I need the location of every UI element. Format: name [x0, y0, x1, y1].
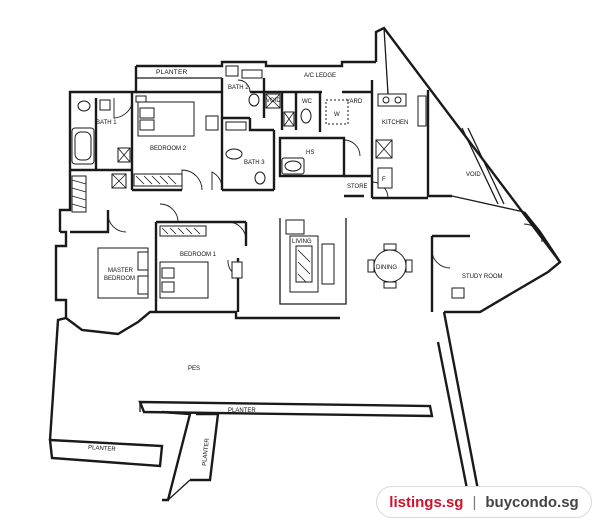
toilet-bath2	[248, 93, 260, 107]
label-bath3: BATH 3	[244, 160, 265, 166]
basin-bath3	[225, 148, 243, 160]
label-store: STORE	[347, 184, 368, 190]
outer-walls	[48, 26, 562, 502]
label-master-line2: BEDROOM	[104, 276, 135, 282]
study-chair	[451, 287, 465, 299]
label-planter-left: PLANTER	[88, 445, 117, 453]
label-planter-top: PLANTER	[156, 69, 187, 76]
watermark-buycondo: buycondo.sg	[485, 493, 579, 511]
label-bath2: BATH 2	[228, 85, 249, 91]
bed-bedroom1	[159, 261, 209, 299]
toilet-wc	[300, 108, 312, 124]
kitchen-sink	[377, 93, 407, 107]
label-planter-right: PLANTER	[202, 437, 211, 466]
label-wc: WC	[302, 99, 313, 105]
watermark-separator: |	[472, 493, 477, 511]
label-planter-mid: PLANTER	[228, 408, 256, 414]
source-watermark: listings.sg | buycondo.sg	[376, 486, 592, 518]
wardrobe-bedroom1	[159, 225, 207, 237]
label-study-room: STUDY ROOM	[462, 274, 503, 280]
watermark-listings: listings.sg	[389, 493, 464, 511]
room-labels: PLANTER A/C LEDGE BATH 2 VOID WC YARD W …	[88, 69, 503, 466]
dresser-bedroom1	[231, 261, 243, 279]
label-master-line1: MASTER	[108, 268, 134, 274]
label-dining: DINING	[376, 265, 397, 271]
label-ac-ledge: A/C LEDGE	[304, 73, 336, 79]
wardrobe-bedroom2	[133, 173, 183, 187]
label-w: W	[334, 112, 340, 118]
label-void-small: VOID	[266, 98, 281, 104]
label-yard: YARD	[346, 99, 363, 105]
door-swings	[107, 79, 543, 277]
toilet-bath1	[77, 100, 91, 112]
label-bedroom2: BEDROOM 2	[150, 146, 187, 152]
bed-bedroom2	[137, 101, 195, 137]
fixtures	[71, 65, 465, 299]
label-f: F	[382, 177, 386, 183]
label-bedroom1: BEDROOM 1	[180, 252, 217, 258]
dresser-bedroom2	[205, 115, 219, 131]
label-hs: HS	[306, 150, 314, 156]
label-living: LIVING	[292, 239, 312, 245]
fridge-f	[377, 167, 393, 189]
washer-w	[325, 99, 349, 125]
label-pes: PES	[188, 366, 200, 372]
toilet-bath3	[254, 171, 266, 185]
wardrobe-corridor	[71, 175, 87, 213]
label-void-right: VOID	[466, 172, 481, 178]
label-bath1: BATH 1	[96, 120, 117, 126]
label-kitchen: KITCHEN	[382, 120, 408, 126]
